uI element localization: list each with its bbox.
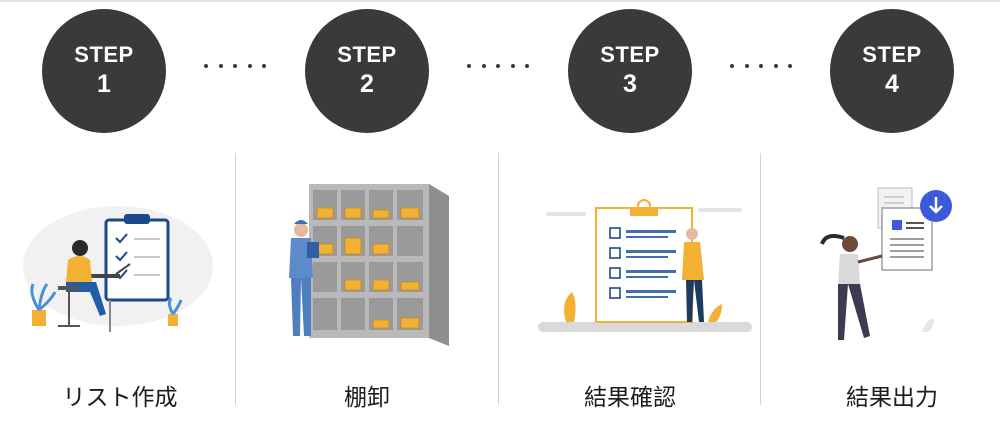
step-3-label: 結果確認 [584, 385, 676, 411]
connector-dots-2 [467, 64, 529, 70]
step-1-circle: STEP 1 [42, 9, 166, 133]
separator-2 [498, 153, 499, 405]
step-2-word: STEP [337, 42, 397, 67]
separator-1 [235, 153, 236, 405]
step-1-word: STEP [74, 42, 134, 67]
step-4-number: 4 [885, 70, 899, 98]
connector-dots-3 [730, 64, 792, 70]
connector-dots-1 [204, 64, 266, 70]
top-divider [0, 0, 1000, 2]
step-2-number: 2 [360, 70, 374, 98]
document-download-icon [812, 186, 962, 348]
step-4-label: 結果出力 [846, 385, 938, 411]
step-2-label: 棚卸 [344, 385, 390, 411]
clipboard-checklist-icon [18, 186, 218, 346]
step-1-number: 1 [97, 70, 111, 98]
step-1-label: リスト作成 [62, 385, 178, 411]
step-3-word: STEP [600, 42, 660, 67]
step-3-number: 3 [623, 70, 637, 98]
separator-3 [760, 153, 761, 405]
checklist-board-icon [538, 196, 758, 340]
step-4-circle: STEP 4 [830, 9, 954, 133]
step-4-word: STEP [862, 42, 922, 67]
step-2-circle: STEP 2 [305, 9, 429, 133]
warehouse-shelf-icon [285, 178, 455, 350]
step-3-circle: STEP 3 [568, 9, 692, 133]
